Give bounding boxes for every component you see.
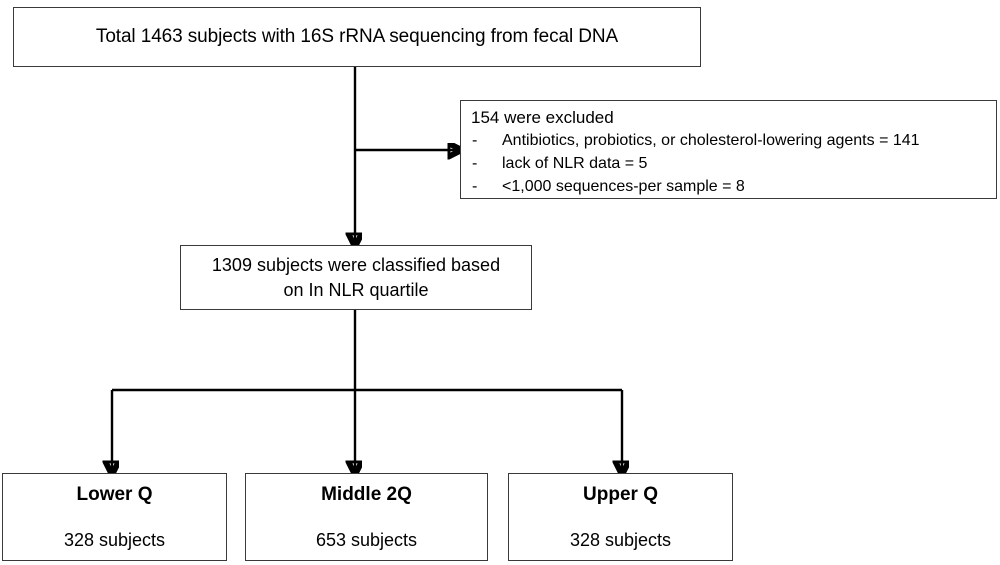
bullet-dash-icon: - bbox=[472, 132, 478, 149]
bullet-dash-icon: - bbox=[472, 178, 478, 195]
bullet-dash-icon: - bbox=[472, 155, 478, 172]
upper-quartile-count: 328 subjects bbox=[569, 530, 672, 550]
lower-quartile-title: Lower Q bbox=[76, 484, 153, 505]
upper-quartile-title: Upper Q bbox=[583, 484, 658, 505]
lower-quartile-count: 328 subjects bbox=[63, 530, 166, 550]
box-middle-quartile: Middle 2Q 653 subjects bbox=[245, 473, 488, 561]
box-total-subjects: Total 1463 subjects with 16S rRNA sequen… bbox=[13, 7, 701, 67]
box-excluded: 154 were excluded - Antibiotics, probiot… bbox=[460, 100, 997, 199]
excluded-reason-item: - lack of NLR data = 5 bbox=[470, 152, 996, 175]
box-lower-quartile: Lower Q 328 subjects bbox=[2, 473, 227, 561]
excluded-reason-item: - <1,000 sequences-per sample = 8 bbox=[470, 175, 996, 198]
excluded-reason-text: <1,000 sequences-per sample = 8 bbox=[502, 178, 745, 195]
box-upper-quartile: Upper Q 328 subjects bbox=[508, 473, 733, 561]
excluded-reason-list: - Antibiotics, probiotics, or cholestero… bbox=[470, 129, 996, 198]
excluded-reason-item: - Antibiotics, probiotics, or cholestero… bbox=[470, 129, 996, 152]
classified-line-2: on In NLR quartile bbox=[283, 279, 429, 300]
classified-label: 1309 subjects were classified based on I… bbox=[212, 253, 500, 303]
middle-quartile-count: 653 subjects bbox=[315, 530, 418, 550]
total-subjects-label: Total 1463 subjects with 16S rRNA sequen… bbox=[95, 26, 619, 47]
excluded-title: 154 were excluded bbox=[471, 108, 614, 127]
middle-quartile-title: Middle 2Q bbox=[321, 484, 412, 505]
classified-line-1: 1309 subjects were classified based bbox=[211, 254, 501, 275]
box-classified: 1309 subjects were classified based on I… bbox=[180, 245, 532, 310]
excluded-reason-text: lack of NLR data = 5 bbox=[502, 155, 648, 172]
excluded-reason-text: Antibiotics, probiotics, or cholesterol-… bbox=[502, 132, 920, 149]
